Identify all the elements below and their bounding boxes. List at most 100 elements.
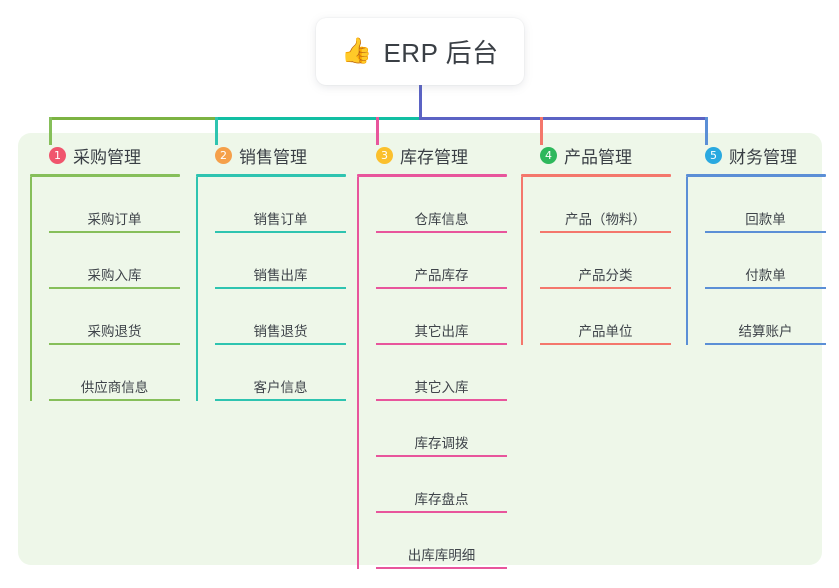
column-spine-3: [357, 177, 359, 569]
column-3: 3 库存管理仓库信息产品库存其它出库其它入库库存调拨库存盘点出库库明细: [357, 141, 507, 569]
column-header-2[interactable]: 2 销售管理: [196, 141, 346, 169]
bus-segment-blue: [419, 117, 708, 120]
leaf-node[interactable]: 产品库存: [376, 233, 507, 289]
leaf-node[interactable]: 回款单: [705, 177, 826, 233]
leaf-node[interactable]: 出库库明细: [376, 513, 507, 569]
leaf-label: 库存调拨: [414, 436, 469, 451]
leaf-label: 仓库信息: [414, 212, 469, 227]
leaf-underline: [705, 231, 826, 233]
column-header-3[interactable]: 3 库存管理: [357, 141, 507, 169]
column-title-5: 财务管理: [729, 147, 797, 167]
leaf-label: 销售订单: [253, 212, 308, 227]
leaf-node[interactable]: 销售出库: [215, 233, 346, 289]
leaf-label: 其它出库: [414, 324, 469, 339]
leaf-underline: [215, 343, 346, 345]
column-badge-5: 5: [705, 146, 722, 164]
leaf-node[interactable]: 供应商信息: [49, 345, 180, 401]
column-4: 4 产品管理产品（物料） 产品分类产品单位: [521, 141, 671, 345]
leaf-label: 客户信息: [253, 380, 308, 395]
column-underline-2: [196, 174, 346, 177]
leaf-node[interactable]: 采购退货: [49, 289, 180, 345]
leaf-node[interactable]: 采购入库: [49, 233, 180, 289]
leaf-underline: [540, 231, 671, 233]
leaf-node[interactable]: 产品（物料）: [540, 177, 671, 233]
leaf-underline: [376, 231, 507, 233]
leaf-label: 其它入库: [414, 380, 469, 395]
leaf-label: 产品分类: [578, 268, 633, 283]
leaf-label: 回款单: [745, 212, 786, 227]
leaf-node[interactable]: 库存调拨: [376, 401, 507, 457]
leaf-underline: [215, 399, 346, 401]
leaf-label: 销售退货: [253, 324, 308, 339]
column-title-1: 采购管理: [73, 147, 141, 167]
leaf-underline: [49, 231, 180, 233]
column-drop-5: [705, 117, 708, 145]
leaf-underline: [376, 287, 507, 289]
leaf-node[interactable]: 结算账户: [705, 289, 826, 345]
leaf-underline: [705, 343, 826, 345]
leaf-node[interactable]: 其它入库: [376, 345, 507, 401]
column-drop-4: [540, 117, 543, 145]
leaf-node[interactable]: 采购订单: [49, 177, 180, 233]
column-5: 5 财务管理回款单付款单结算账户: [686, 141, 826, 345]
leaf-underline: [215, 287, 346, 289]
column-drop-3: [376, 117, 379, 145]
column-title-2: 销售管理: [239, 147, 307, 167]
column-items-3: 仓库信息产品库存其它出库其它入库库存调拨库存盘点出库库明细: [357, 177, 507, 569]
leaf-underline: [215, 231, 346, 233]
column-title-4: 产品管理: [564, 147, 632, 167]
leaf-label: 产品单位: [578, 324, 633, 339]
leaf-node[interactable]: 其它出库: [376, 289, 507, 345]
leaf-node[interactable]: 销售退货: [215, 289, 346, 345]
leaf-underline: [376, 455, 507, 457]
column-header-5[interactable]: 5 财务管理: [686, 141, 826, 169]
column-badge-3: 3: [376, 146, 393, 164]
leaf-label: 产品库存: [414, 268, 469, 283]
leaf-underline: [376, 567, 507, 569]
leaf-node[interactable]: 仓库信息: [376, 177, 507, 233]
root-node-title: ERP 后台: [383, 38, 499, 68]
column-drop-2: [215, 117, 218, 145]
leaf-label: 产品（物料）: [565, 212, 646, 227]
leaf-label: 供应商信息: [80, 380, 149, 395]
thumbs-up-icon: 👍: [341, 37, 373, 65]
column-items-5: 回款单付款单结算账户: [686, 177, 826, 345]
leaf-underline: [376, 511, 507, 513]
leaf-underline: [540, 343, 671, 345]
leaf-underline: [705, 287, 826, 289]
leaf-node[interactable]: 产品单位: [540, 289, 671, 345]
column-title-3: 库存管理: [400, 147, 468, 167]
column-badge-2: 2: [215, 146, 232, 164]
leaf-label: 出库库明细: [407, 548, 476, 563]
leaf-node[interactable]: 产品分类: [540, 233, 671, 289]
leaf-underline: [49, 399, 180, 401]
column-underline-5: [686, 174, 826, 177]
diagram-panel: [18, 133, 822, 565]
leaf-node[interactable]: 客户信息: [215, 345, 346, 401]
leaf-node[interactable]: 付款单: [705, 233, 826, 289]
column-underline-1: [30, 174, 180, 177]
leaf-underline: [49, 343, 180, 345]
column-drop-1: [49, 117, 52, 145]
leaf-label: 结算账户: [738, 324, 793, 339]
column-badge-4: 4: [540, 146, 557, 164]
column-spine-5: [686, 177, 688, 345]
column-spine-4: [521, 177, 523, 345]
root-node[interactable]: 👍 ERP 后台: [316, 18, 524, 85]
leaf-underline: [376, 399, 507, 401]
leaf-node[interactable]: 销售订单: [215, 177, 346, 233]
column-header-4[interactable]: 4 产品管理: [521, 141, 671, 169]
leaf-underline: [49, 287, 180, 289]
leaf-label: 销售出库: [253, 268, 308, 283]
column-spine-1: [30, 177, 32, 401]
column-items-4: 产品（物料） 产品分类产品单位: [521, 177, 671, 345]
leaf-node[interactable]: 库存盘点: [376, 457, 507, 513]
root-stem: [419, 80, 422, 120]
bus-segment-teal: [215, 117, 422, 120]
leaf-label: 库存盘点: [414, 492, 469, 507]
leaf-underline: [540, 287, 671, 289]
column-spine-2: [196, 177, 198, 401]
leaf-underline: [376, 343, 507, 345]
